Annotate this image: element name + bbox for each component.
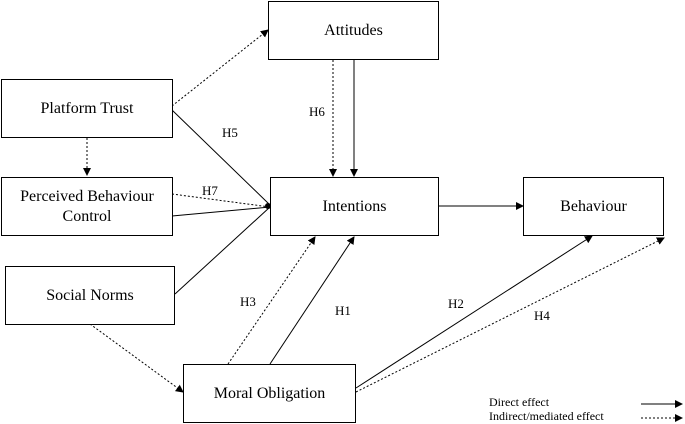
node-pbc-label: Perceived Behaviour Control (20, 188, 154, 225)
label-h7: H7 (202, 183, 218, 198)
edge-pbc-intentions-dotted (171, 193, 271, 208)
convergence-dot (265, 203, 271, 209)
legend-direct-label: Direct effect (489, 395, 550, 409)
edge-moral-behaviour-solid (355, 235, 593, 389)
node-intentions: Intentions (270, 177, 439, 236)
label-h5: H5 (222, 125, 238, 140)
edge-pbc-intentions-solid (171, 206, 271, 217)
node-social-norms-label: Social Norms (46, 286, 134, 304)
edge-trust-intentions (171, 109, 271, 206)
label-h4: H4 (534, 308, 550, 323)
edge-norms-moral (89, 323, 184, 393)
legend-indirect-label: Indirect/mediated effect (489, 409, 604, 423)
node-moral-obligation: Moral Obligation (183, 364, 356, 423)
edge-moral-intentions-dotted (227, 236, 316, 365)
node-platform-trust: Platform Trust (1, 79, 173, 138)
node-attitudes: Attitudes (268, 1, 439, 60)
edge-trust-attitudes (171, 29, 269, 107)
node-behaviour: Behaviour (523, 177, 664, 236)
edge-moral-behaviour-dotted (355, 237, 665, 393)
label-h3: H3 (240, 294, 256, 309)
edge-norms-intentions (174, 206, 271, 295)
node-intentions-label: Intentions (322, 197, 387, 215)
label-h2: H2 (448, 296, 464, 311)
node-behaviour-label: Behaviour (560, 197, 627, 215)
node-social-norms: Social Norms (5, 266, 175, 325)
label-h1: H1 (335, 303, 351, 318)
node-perceived-behaviour-control: Perceived Behaviour Control (1, 177, 173, 236)
node-moral-obligation-label: Moral Obligation (213, 384, 326, 402)
label-h6: H6 (309, 104, 325, 119)
node-platform-trust-label: Platform Trust (40, 99, 134, 117)
node-attitudes-label: Attitudes (324, 21, 383, 39)
edge-moral-intentions-solid (269, 236, 355, 365)
